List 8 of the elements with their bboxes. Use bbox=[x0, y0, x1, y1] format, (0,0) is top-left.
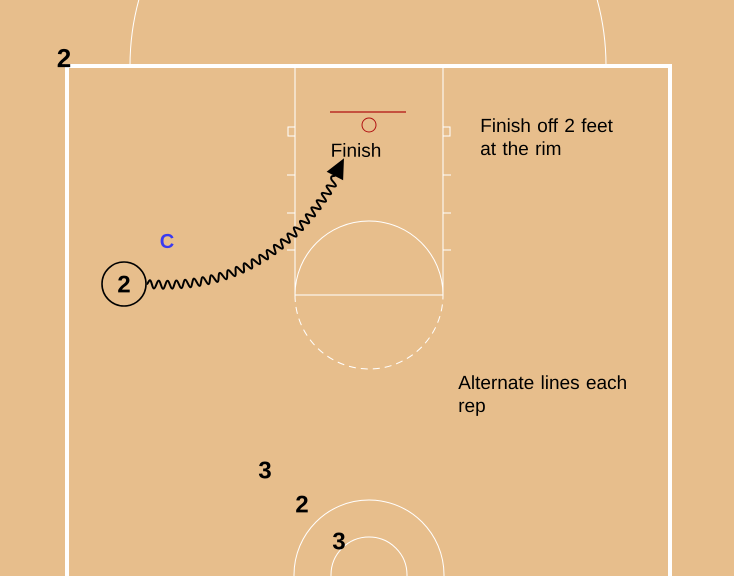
note: Alternate lines each rep bbox=[458, 375, 626, 416]
court-number: 2 bbox=[58, 48, 70, 68]
line-number: 2 bbox=[296, 496, 308, 512]
finish-label: Finish bbox=[332, 143, 380, 157]
note: Finish off 2 feet at the rim bbox=[481, 118, 613, 156]
coach-mark: C bbox=[160, 234, 174, 248]
line-number: 3 bbox=[258, 462, 271, 479]
line-number: 3 bbox=[332, 532, 345, 550]
